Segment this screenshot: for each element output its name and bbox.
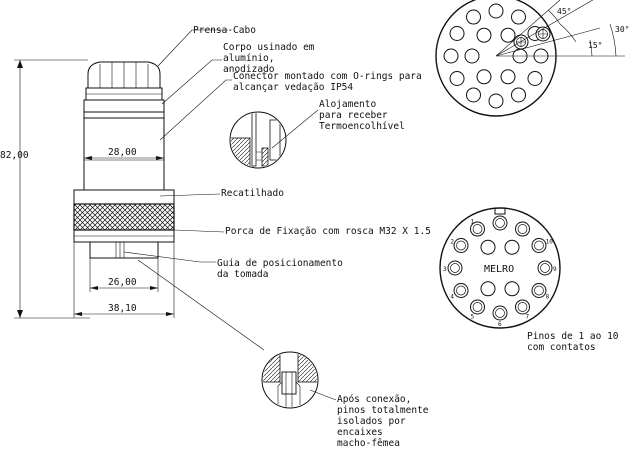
dimension-82: 82,00 <box>0 150 29 161</box>
pin-contact-inner <box>472 302 483 312</box>
callout-corpo-2: alumínio, <box>223 53 274 64</box>
pin-hole <box>449 26 465 41</box>
cable-gland-cap <box>87 61 161 89</box>
callout-recatilhado: Recatilhado <box>221 188 284 199</box>
callout-corpo-3: anodizado <box>223 64 275 75</box>
callout-apos-5: macho-fêmea <box>337 438 400 449</box>
connector-body <box>83 99 165 191</box>
pin-contact <box>453 238 469 253</box>
callout-alojamento-1: Alojamento <box>319 99 376 110</box>
pin-contact <box>531 238 547 253</box>
pin-contact <box>515 299 530 315</box>
callout-apos-4: encaixes <box>337 427 383 438</box>
callout-conector-1: Conector montado com O-rings para <box>233 71 422 82</box>
pin-hole <box>488 3 504 19</box>
pin-contact-inner <box>456 285 466 296</box>
dimension-28: 28,00 <box>108 147 137 158</box>
pin-contact <box>537 260 553 276</box>
callout-apos-3: isolados por <box>337 416 406 427</box>
pin-number: 5 <box>471 314 475 321</box>
callout-alojamento-3: Termoencolhível <box>319 121 405 132</box>
pin-contact <box>531 283 547 298</box>
callout-guia-1: Guia de posicionamento <box>217 258 343 269</box>
pin-number: 9 <box>553 266 557 273</box>
pin-hole <box>466 9 481 25</box>
pin-number: 2 <box>450 239 454 246</box>
callout-conector-2: alcançar vedação IP54 <box>233 82 353 93</box>
pin-contact-inner <box>540 263 550 273</box>
callout-pinos-2: com contatos <box>527 342 596 353</box>
leader-lines <box>123 29 337 401</box>
callout-apos-1: Após conexão, <box>337 394 411 405</box>
pin-number: 3 <box>443 266 447 273</box>
pin-contact <box>492 305 508 321</box>
callout-porca: Porca de Fixação com rosca M32 X 1.5 <box>225 226 431 237</box>
pin-hole <box>476 69 492 85</box>
pin-contact-inner <box>472 224 483 234</box>
detail-pin-circle <box>261 351 319 409</box>
pin-hole <box>443 48 459 64</box>
pin-contact <box>453 283 469 298</box>
pin-number: 10 <box>546 239 554 246</box>
pin-hole <box>488 93 504 109</box>
angle-30: 30° <box>615 25 629 34</box>
pin-hole <box>500 27 516 43</box>
dimension-lines <box>14 59 175 319</box>
pin-contact-inner <box>495 218 505 228</box>
pin-contact <box>470 299 485 315</box>
pin-face-angle-view <box>435 0 625 117</box>
pin-contact-inner <box>456 240 466 251</box>
pin-crosshair <box>516 37 526 47</box>
pin-contact <box>504 239 520 255</box>
connector-side-view <box>73 61 175 259</box>
callout-alojamento-2: para receber <box>319 110 388 121</box>
pin-hole <box>511 9 526 25</box>
pin-face-numbered-view: MELRO 1 2 3 4 5 6 7 8 9 10 <box>439 207 561 329</box>
callout-pinos-1: Pinos de 1 ao 10 <box>527 331 619 342</box>
pin-contact <box>470 221 485 237</box>
angle-15: 15° <box>588 41 602 50</box>
pin-hole <box>476 27 492 43</box>
callout-corpo-1: Corpo usinado em <box>223 42 315 53</box>
pin-contact <box>447 260 463 276</box>
detail-seal-circle <box>229 111 287 169</box>
pin-contact <box>480 239 496 255</box>
pin-contact-inner <box>450 263 460 273</box>
pin-contact-inner <box>534 285 544 296</box>
dimension-26: 26,00 <box>108 277 137 288</box>
pin-crosshair <box>538 29 548 39</box>
pin-hole <box>449 71 465 86</box>
angle-45: 45° <box>557 7 571 16</box>
dimension-38: 38,10 <box>108 303 137 314</box>
pin-contact <box>480 281 496 297</box>
pin-contact <box>515 221 530 237</box>
pin-contact-inner <box>534 240 544 251</box>
pin-hole <box>500 69 516 85</box>
pin-contact <box>504 281 520 297</box>
pin-hole <box>466 87 481 103</box>
pin-contact-inner <box>517 302 528 312</box>
pin-hole <box>511 87 526 103</box>
callout-guia-2: da tomada <box>217 269 268 280</box>
pin-number: 6 <box>498 321 502 328</box>
pin-hole <box>464 48 480 64</box>
pin-contact-inner <box>517 224 528 234</box>
pin-number: 1 <box>471 218 475 225</box>
callout-prensa-cabo: Prensa-Cabo <box>193 25 256 36</box>
pin-number: 7 <box>526 314 530 321</box>
pin-contact <box>492 215 508 231</box>
brand-label: MELRO <box>484 264 514 275</box>
pin-contact-inner <box>495 308 505 318</box>
pin-number: 8 <box>546 294 550 301</box>
pin-hole <box>527 71 543 86</box>
callout-apos-2: pinos totalmente <box>337 405 429 416</box>
pin-number: 4 <box>450 294 454 301</box>
knurled-ring <box>73 203 175 231</box>
